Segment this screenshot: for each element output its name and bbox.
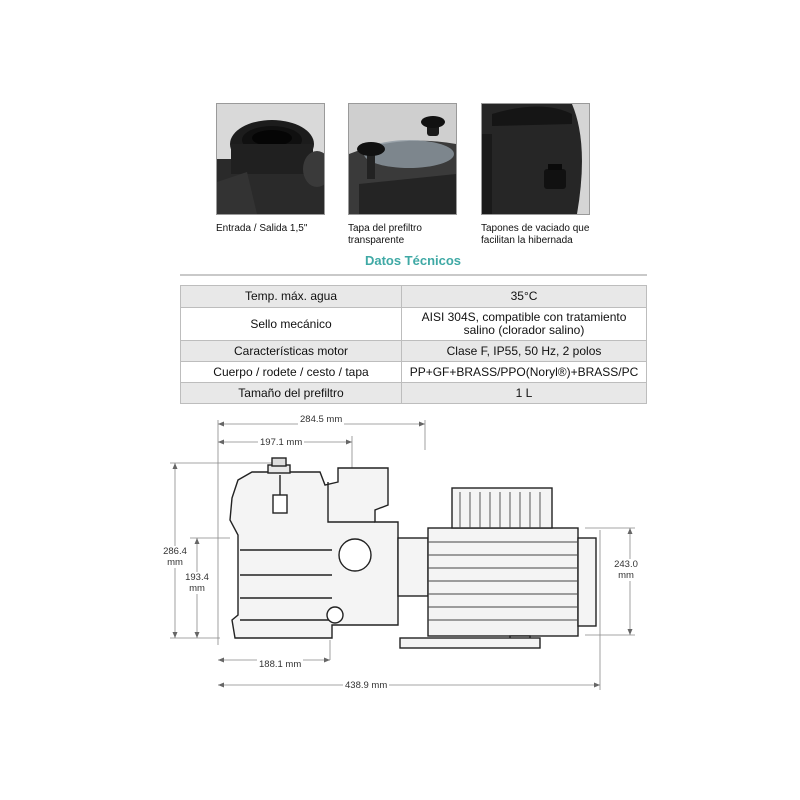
spec-value: Clase F, IP55, 50 Hz, 2 polos xyxy=(401,340,647,362)
spec-value: PP+GF+BRASS/PPO(Noryl®)+BRASS/PC xyxy=(401,361,647,383)
feature-caption-drain: Tapones de vaciado que facilitan la hibe… xyxy=(481,223,590,246)
table-row: Tamaño del prefiltro 1 L xyxy=(180,382,647,404)
inlet-outlet-photo xyxy=(216,103,325,215)
spec-value: AISI 304S, compatible con tratamiento sa… xyxy=(401,307,647,341)
spec-label: Tamaño del prefiltro xyxy=(180,382,402,404)
inlet-outlet-icon xyxy=(217,104,324,214)
spec-label: Sello mecánico xyxy=(180,307,402,341)
drain-plug-icon xyxy=(482,104,589,214)
dim-total-length: 438.9 mm xyxy=(343,680,390,691)
dim-axis-height: 193.4 mm xyxy=(179,572,215,594)
spec-value: 1 L xyxy=(401,382,647,404)
spec-value: 35°C xyxy=(401,285,647,308)
specs-table: Temp. máx. agua 35°C Sello mecánico AISI… xyxy=(180,285,647,404)
table-row: Cuerpo / rodete / cesto / tapa PP+GF+BRA… xyxy=(180,361,647,383)
dim-motor-height: 243.0 mm xyxy=(607,559,645,581)
table-row: Sello mecánico AISI 304S, compatible con… xyxy=(180,307,647,341)
dim-base-width: 188.1 mm xyxy=(257,659,304,670)
pump-technical-drawing xyxy=(170,420,635,690)
feature-caption-lid: Tapa del prefiltro transparente xyxy=(348,223,422,246)
spec-label: Cuerpo / rodete / cesto / tapa xyxy=(180,361,402,383)
dim-top-width: 284.5 mm xyxy=(298,414,345,425)
dim-total-height: 286.4 mm xyxy=(156,546,194,568)
specs-title: Datos Técnicos xyxy=(364,253,462,268)
dim-prefilter-width: 197.1 mm xyxy=(258,437,305,448)
table-row: Características motor Clase F, IP55, 50 … xyxy=(180,340,647,362)
spec-label: Temp. máx. agua xyxy=(180,285,402,308)
prefilter-lid-icon xyxy=(349,104,456,214)
specs-top-rule xyxy=(180,274,647,276)
prefilter-lid-photo xyxy=(348,103,457,215)
table-row: Temp. máx. agua 35°C xyxy=(180,285,647,308)
drain-plug-photo xyxy=(481,103,590,215)
feature-caption-inlet: Entrada / Salida 1,5" xyxy=(216,223,308,234)
spec-label: Características motor xyxy=(180,340,402,362)
